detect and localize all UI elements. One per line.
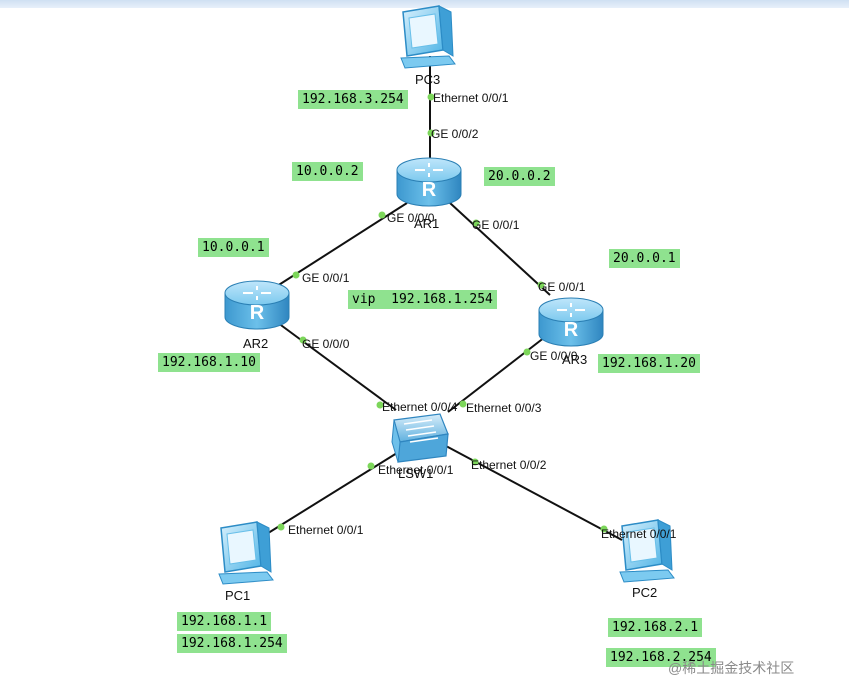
port-dot	[378, 211, 386, 219]
window-top-bar	[0, 0, 849, 8]
port-dots	[277, 93, 608, 533]
pc-icon[interactable]	[218, 521, 274, 585]
ip-label: 20.0.0.1	[609, 249, 680, 268]
port-dot	[472, 219, 480, 227]
port-dot	[367, 462, 375, 470]
port-label: GE 0/0/1	[538, 280, 586, 294]
port-dot	[277, 523, 285, 531]
port-label: GE 0/0/2	[431, 127, 479, 141]
port-label: Ethernet 0/0/1	[288, 523, 364, 537]
lsw1-name: LSW1	[398, 466, 434, 481]
port-dot	[376, 401, 384, 409]
port-dot	[523, 348, 531, 356]
link-ar2-lsw1	[273, 319, 397, 411]
watermark: @稀土掘金技术社区	[668, 660, 795, 676]
ip-label: 10.0.0.1	[198, 238, 269, 257]
pc3-name: PC3	[415, 72, 441, 87]
ip-label: 192.168.1.20	[598, 354, 700, 373]
port-label: GE 0/0/0	[302, 337, 350, 351]
port-dot	[427, 129, 435, 137]
ar2-name: AR2	[243, 336, 269, 351]
switch-icon[interactable]	[391, 413, 449, 463]
ar1-name: AR1	[414, 216, 440, 231]
link-lsw1-pc1	[264, 447, 406, 536]
port-label: Ethernet 0/0/2	[471, 458, 547, 472]
port-dot	[459, 400, 467, 408]
port-label: Ethernet 0/0/1	[433, 91, 509, 105]
ar3-name: AR3	[562, 352, 588, 367]
port-dot	[600, 525, 608, 533]
router-icon[interactable]	[538, 297, 604, 347]
ip-label: 192.168.2.254	[606, 648, 716, 667]
ip-label: 192.168.1.10	[158, 353, 260, 372]
ip-label: 10.0.0.2	[292, 162, 363, 181]
port-dot	[537, 281, 545, 289]
router-icon[interactable]	[396, 157, 462, 207]
port-label: GE 0/0/0	[530, 349, 578, 363]
port-label: GE 0/0/1	[302, 271, 350, 285]
port-dot	[292, 271, 300, 279]
ip-label: 192.168.1.1	[177, 612, 272, 631]
port-label: GE 0/0/1	[472, 218, 520, 232]
vip-label: vip 192.168.1.254	[348, 290, 497, 309]
router-icon[interactable]	[224, 280, 290, 330]
port-dot	[299, 336, 307, 344]
port-label: GE 0/0/0	[387, 211, 435, 225]
pc2-name: PC2	[632, 585, 658, 600]
pc-icon[interactable]	[400, 5, 456, 69]
port-label: Ethernet 0/0/1	[378, 463, 454, 477]
ip-label: 192.168.1.254	[177, 634, 287, 653]
ip-label: 192.168.3.254	[298, 90, 408, 109]
pc1-name: PC1	[225, 588, 251, 603]
ip-label: 192.168.2.1	[608, 618, 703, 637]
port-dot	[471, 458, 479, 466]
link-ar1-ar3	[449, 202, 551, 296]
port-label: Ethernet 0/0/1	[601, 527, 677, 541]
port-label: Ethernet 0/0/4	[382, 400, 458, 414]
port-dot	[427, 93, 435, 101]
ip-label: 20.0.0.2	[484, 167, 555, 186]
port-label: Ethernet 0/0/3	[466, 401, 542, 415]
